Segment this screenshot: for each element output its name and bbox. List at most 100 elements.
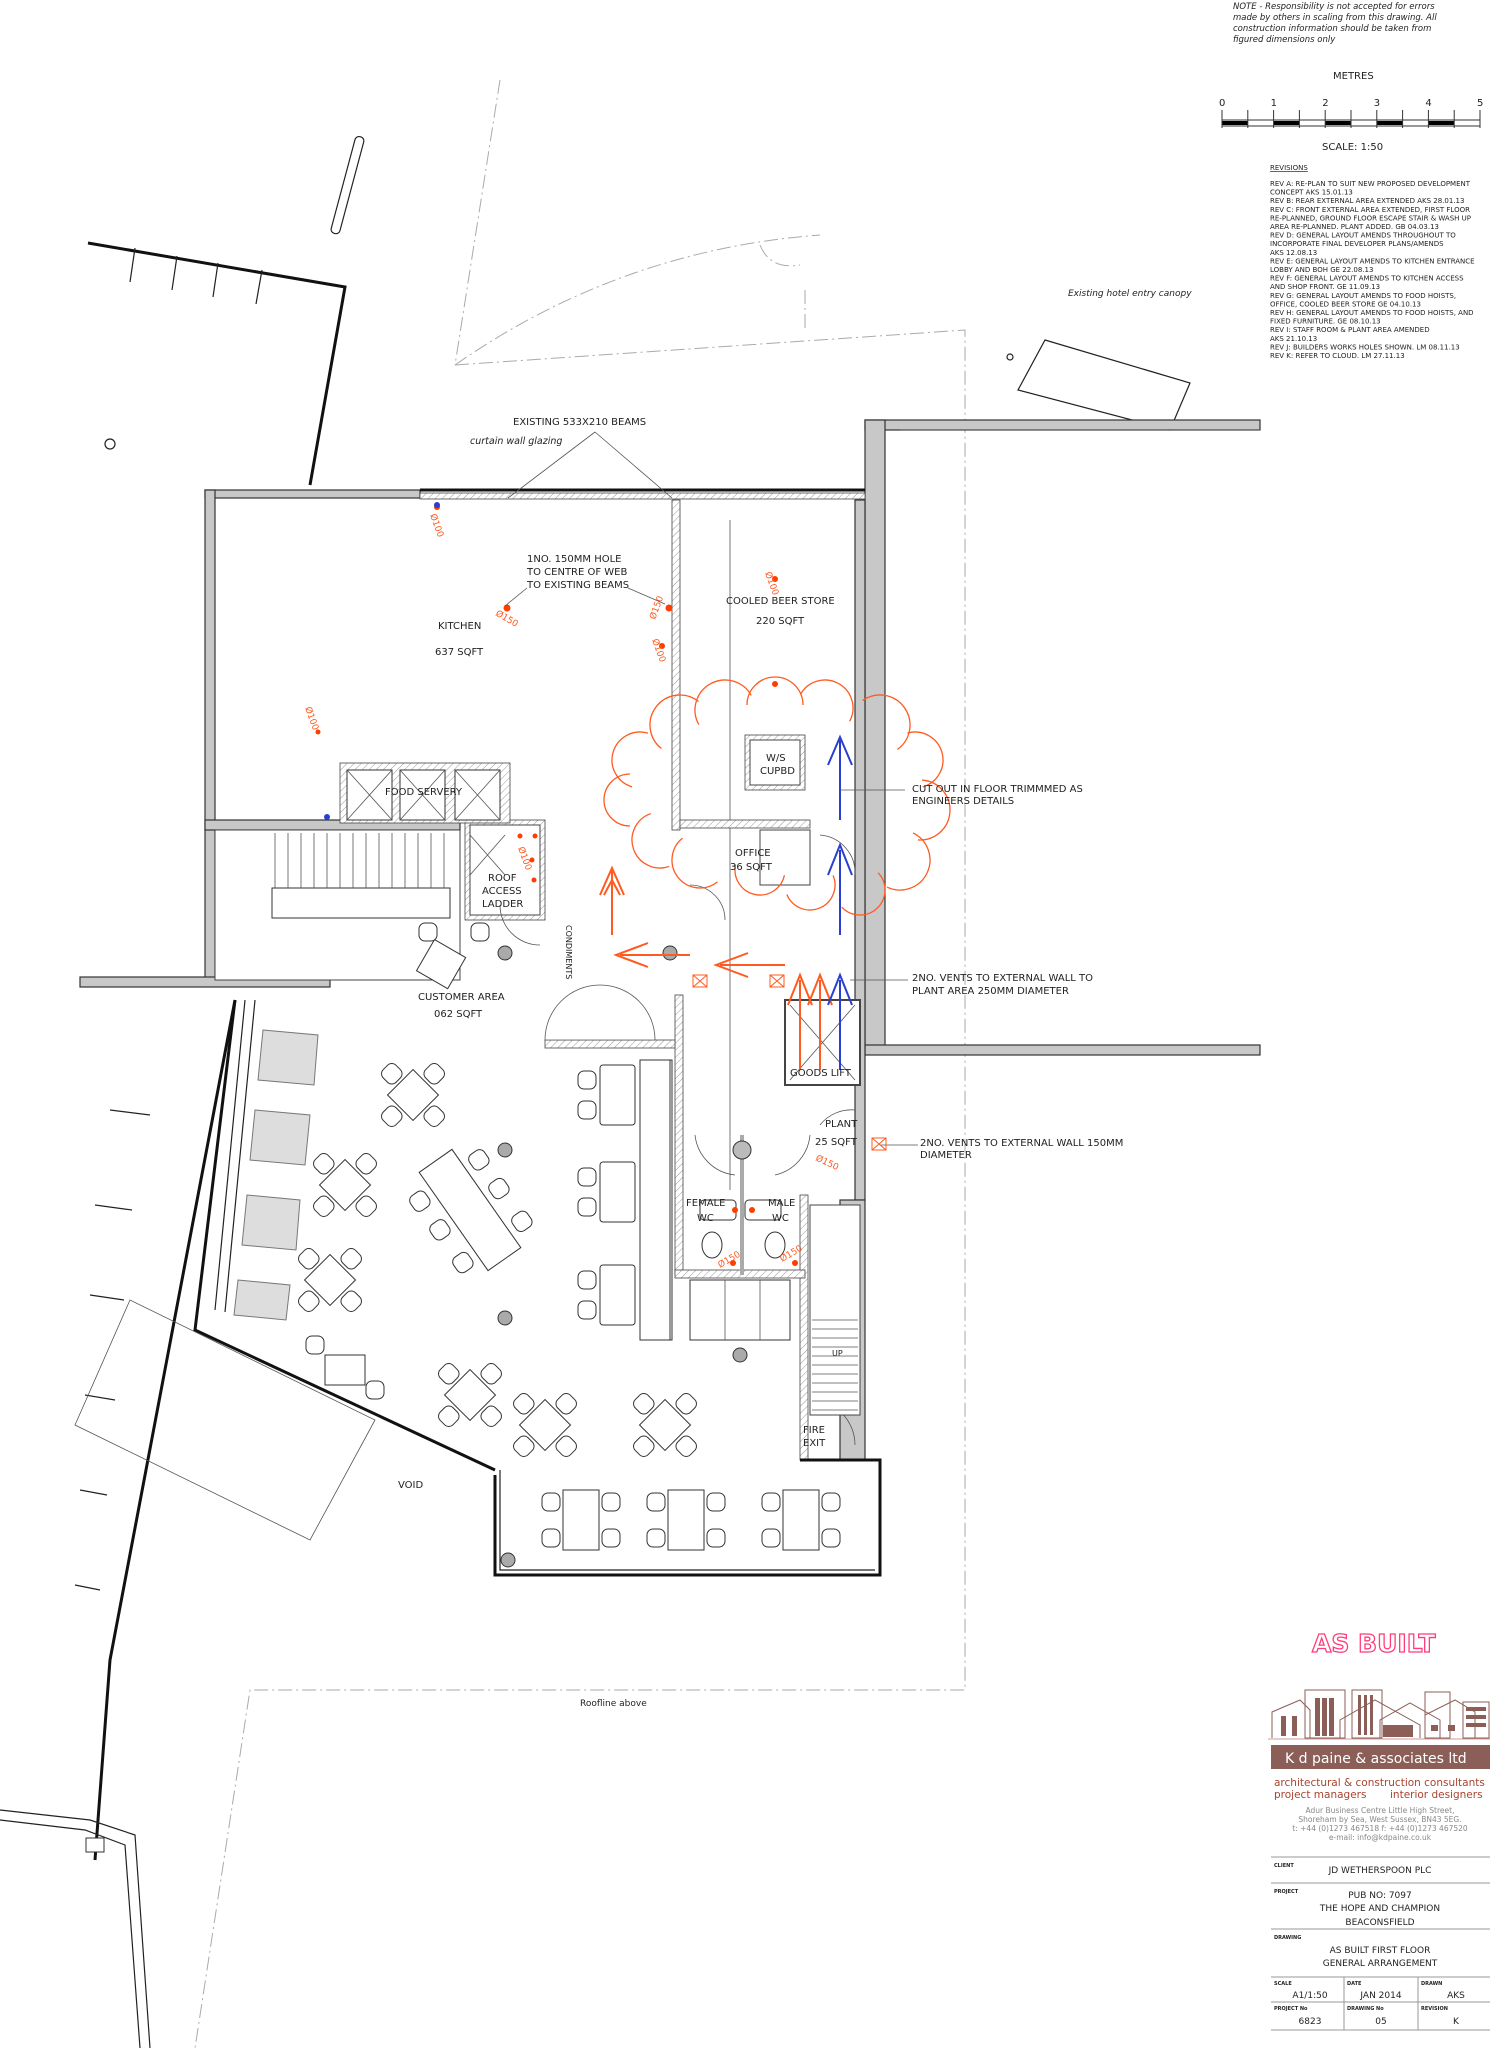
vents-250-note: PLANT AREA 250MM DIAMETER: [912, 986, 1069, 997]
chair: [423, 1105, 445, 1127]
long-table-group: [409, 1148, 533, 1274]
vents-250-note: 2NO. VENTS TO EXTERNAL WALL TO: [912, 973, 1093, 984]
roof-access-label: ACCESS: [482, 886, 522, 897]
hole-label: Ø100: [302, 705, 321, 732]
table: [638, 1398, 692, 1452]
male-wc-label: MALE: [768, 1198, 795, 1209]
table: [782, 1489, 820, 1551]
chair: [646, 1492, 666, 1512]
revision-line: REV D: GENERAL LAYOUT AMENDS THROUGHOUT …: [1270, 232, 1456, 240]
revision-line: AKS 12.08.13: [1270, 249, 1317, 257]
plan-labels: Existing hotel entry canopy EXISTING 533…: [385, 289, 1192, 1709]
cloud-scallop: [671, 837, 718, 889]
chair: [577, 1070, 597, 1090]
revision-line: AND SHOP FRONT. GE 11.09.13: [1270, 283, 1380, 291]
revision-line: LOBBY AND BOH GE 22.08.13: [1270, 266, 1373, 274]
female-wc-label: WC: [697, 1213, 714, 1224]
hotel-canopy-outline: [1017, 339, 1191, 431]
chair: [577, 1270, 597, 1290]
column: [497, 1142, 513, 1158]
kitchen-label: KITCHEN: [438, 621, 481, 632]
revision-value: K: [1453, 2017, 1460, 2027]
cloud-scallop: [603, 773, 631, 827]
drawing-title: AS BUILT FIRST FLOOR: [1330, 1946, 1431, 1956]
chair: [577, 1167, 597, 1187]
chair: [761, 1528, 781, 1548]
table: [324, 1354, 366, 1386]
door-swings: [499, 834, 856, 1446]
scale-field-label: SCALE: [1274, 1981, 1292, 1987]
escape-stair: [214, 829, 461, 981]
void-outline: [74, 1299, 376, 1541]
table: [386, 1068, 440, 1122]
chair: [601, 1528, 621, 1548]
chair: [541, 1492, 561, 1512]
goods-lift-label: GOODS LIFT: [790, 1068, 852, 1079]
office-area: 36 SQFT: [730, 862, 773, 873]
chair: [511, 1210, 533, 1232]
column: [662, 945, 678, 961]
chair: [438, 1405, 460, 1427]
female-wc-label: FEMALE: [686, 1198, 725, 1209]
food-servery-label: FOOD SERVERY: [385, 787, 463, 798]
hole-label: Ø100: [762, 570, 781, 597]
chair: [452, 1251, 474, 1274]
roof-access-label: LADDER: [482, 899, 523, 910]
company-address: Adur Business Centre Little High Street,: [1306, 1806, 1455, 1815]
chair: [468, 1149, 490, 1171]
cloud-scallop: [611, 731, 649, 788]
company-name: K d paine & associates ltd: [1285, 1751, 1467, 1767]
company-phone: t: +44 (0)1273 467518 f: +44 (0)1273 467…: [1292, 1824, 1468, 1833]
furniture: [298, 922, 841, 1568]
chair: [480, 1363, 502, 1385]
note-line: construction information should be taken…: [1233, 24, 1431, 34]
hole-label: Ø150: [814, 1153, 841, 1173]
date-label: DATE: [1347, 1981, 1362, 1987]
revision-line: REV K: REFER TO CLOUD. LM 27.11.13: [1270, 352, 1405, 360]
table: [667, 1489, 705, 1551]
scale-value: A1/1:50: [1292, 1991, 1327, 2001]
chair: [480, 1405, 502, 1427]
table: [518, 1398, 572, 1452]
male-wc-label: WC: [772, 1213, 789, 1224]
chair: [821, 1528, 841, 1548]
plant-area: 25 SQFT: [815, 1137, 858, 1148]
cloud-scallop: [907, 731, 944, 788]
chair: [423, 1063, 445, 1085]
company-name-band: [1271, 1745, 1490, 1769]
hole-note-line: 1NO. 150MM HOLE: [527, 554, 621, 565]
revision-line: INCORPORATE FINAL DEVELOPER PLANS/AMENDS: [1270, 240, 1444, 248]
note-line: figured dimensions only: [1233, 35, 1336, 45]
cut-out-note: ENGINEERS DETAILS: [912, 796, 1014, 807]
chair: [601, 1492, 621, 1512]
fire-exit-label: FIRE: [803, 1425, 825, 1436]
chair: [706, 1528, 726, 1548]
chair: [355, 1195, 377, 1217]
client-value: JD WETHERSPOON PLC: [1328, 1866, 1432, 1876]
chair: [577, 1300, 597, 1320]
cloud-scallop: [649, 694, 699, 750]
scale-label: SCALE: 1:50: [1322, 142, 1383, 153]
company-tagline: architectural & construction consultants: [1274, 1777, 1485, 1789]
chair: [675, 1435, 697, 1457]
chair: [513, 1435, 535, 1457]
revision-line: REV A: RE-PLAN TO SUIT NEW PROPOSED DEVE…: [1270, 180, 1471, 188]
existing-boundary-wall: [0, 135, 365, 2048]
chair: [555, 1435, 577, 1457]
booth-table: [599, 1064, 636, 1126]
chair: [298, 1248, 320, 1270]
airflow-arrows: [599, 734, 918, 1146]
drawn-value: AKS: [1447, 1991, 1465, 2001]
scale-tick-label: 0: [1219, 98, 1225, 109]
project-label: PROJECT: [1274, 1889, 1299, 1895]
project-no-value: 6823: [1299, 2017, 1322, 2027]
revision-line: REV I: STAFF ROOM & PLANT AREA AMENDED: [1270, 326, 1430, 334]
project-value: PUB NO: 7097: [1348, 1891, 1412, 1901]
void-label: VOID: [398, 1480, 423, 1491]
company-details: architectural & construction consultants…: [1274, 1777, 1485, 1842]
table: [418, 1148, 522, 1272]
column: [500, 1552, 516, 1568]
table-group: [381, 1063, 445, 1127]
revision-line: FIXED FURNITURE. GE 08.10.13: [1270, 318, 1381, 326]
table-group: [513, 1393, 577, 1457]
